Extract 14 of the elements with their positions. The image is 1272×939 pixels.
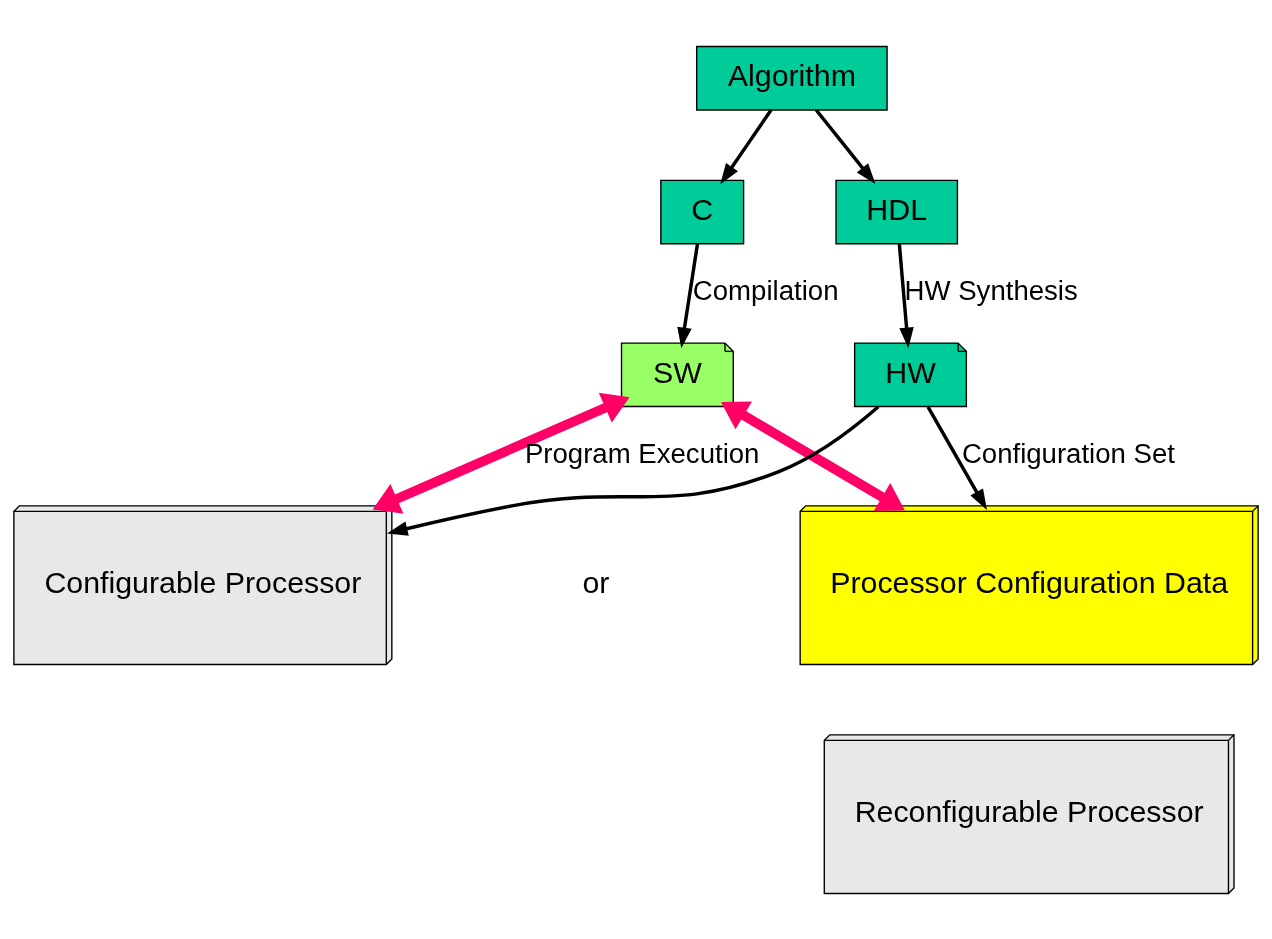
label: or — [582, 565, 610, 599]
node-box: HDL — [835, 179, 959, 244]
arrow — [720, 108, 773, 184]
node-box: Algorithm — [696, 45, 888, 111]
edge-label: Program Execution — [524, 437, 760, 469]
arrow — [720, 400, 905, 511]
edge-label: Compilation — [692, 274, 839, 306]
arrow — [897, 243, 914, 348]
edge-label: HW Synthesis — [904, 274, 1078, 306]
arrow — [926, 405, 987, 510]
arrow — [814, 108, 876, 184]
node-box: C — [660, 179, 745, 244]
edge-label: Configuration Set — [961, 437, 1175, 469]
arrow — [677, 243, 700, 348]
